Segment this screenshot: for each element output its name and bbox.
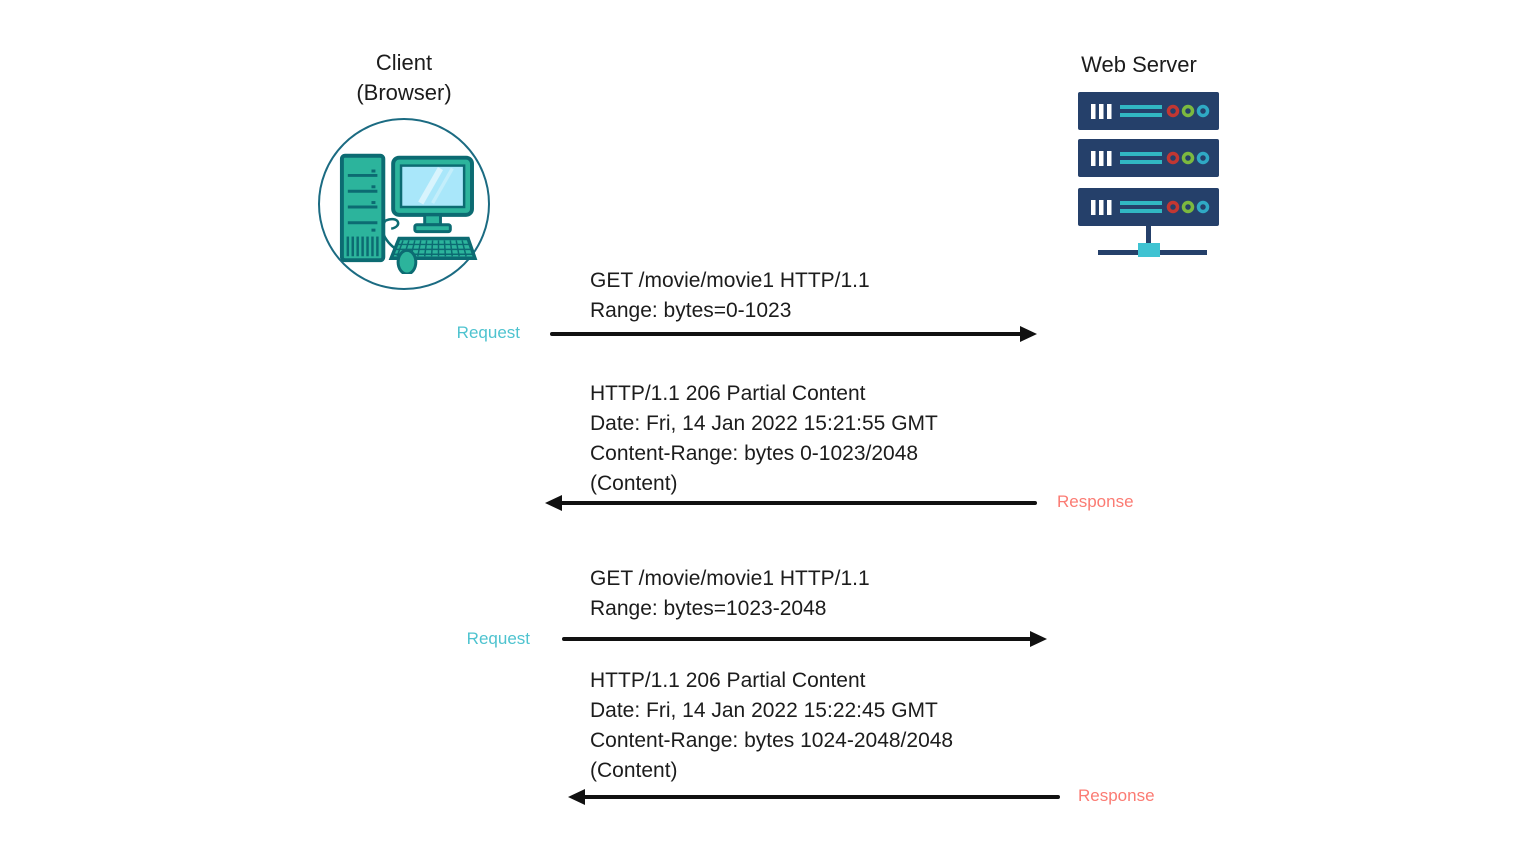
server-rack-icon [1078,92,1219,257]
response1-label: Response [1057,492,1134,511]
request1-label: Request [456,323,520,342]
request1-line1: GET /movie/movie1 HTTP/1.1 [590,269,870,292]
request2-line2: Range: bytes=1023-2048 [590,597,827,620]
response1-arrow [545,494,1037,511]
response2-line1: HTTP/1.1 206 Partial Content [590,669,866,692]
client-title-line2: (Browser) [356,80,452,105]
client-title: Client (Browser) [304,48,504,108]
response2-label: Response [1078,786,1155,805]
response1-line1: HTTP/1.1 206 Partial Content [590,382,866,405]
response2-arrow [568,788,1060,805]
server-network-stand [1098,226,1207,257]
response1-message: HTTP/1.1 206 Partial Content Date: Fri, … [590,379,938,499]
request1-arrow [550,325,1037,342]
server-rack-unit-2 [1078,139,1219,177]
request2-label: Request [466,629,530,648]
request1-line2: Range: bytes=0-1023 [590,299,792,322]
request2-arrow [562,630,1047,647]
response1-line3: Content-Range: bytes 0-1023/2048 [590,442,919,465]
response2-message: HTTP/1.1 206 Partial Content Date: Fri, … [590,666,953,786]
response2-line4: (Content) [590,759,678,782]
response2-line2: Date: Fri, 14 Jan 2022 15:22:45 GMT [590,699,938,722]
client-title-line1: Client [375,50,433,75]
request2-message: GET /movie/movie1 HTTP/1.1 Range: bytes=… [590,564,870,624]
response1-line2: Date: Fri, 14 Jan 2022 15:21:55 GMT [590,412,938,435]
server-rack-unit-3 [1078,188,1219,226]
request2-line1: GET /movie/movie1 HTTP/1.1 [590,567,870,590]
response1-line4: (Content) [590,472,678,495]
server-rack-unit-1 [1078,92,1219,130]
web-server-title: Web Server [1081,52,1197,77]
request1-message: GET /movie/movie1 HTTP/1.1 Range: bytes=… [590,266,870,326]
response2-line3: Content-Range: bytes 1024-2048/2048 [590,729,954,752]
desktop-computer-icon [339,153,478,274]
